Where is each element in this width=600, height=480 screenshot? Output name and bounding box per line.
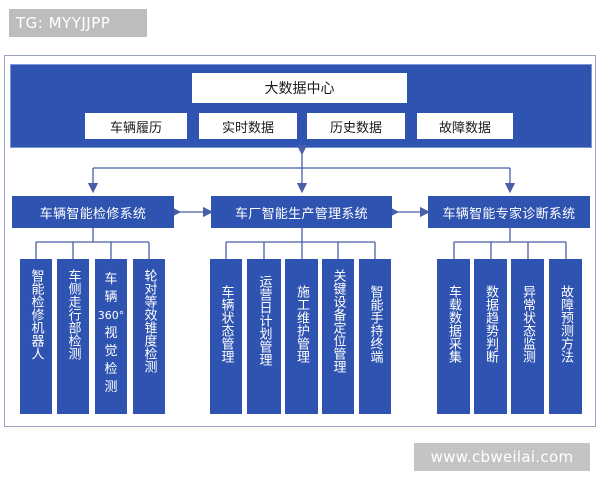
data-item-fault: 故障数据 xyxy=(416,112,514,140)
leaf-handheld-terminal: 智能手持终端 xyxy=(359,259,391,414)
leaf-running-gear-detection: 车侧走行部检测 xyxy=(57,259,89,414)
system-expert-diagnosis: 车辆智能专家诊断系统 xyxy=(428,196,590,228)
data-item-realtime: 实时数据 xyxy=(198,112,298,140)
leaf-fault-prediction-method: 故障预测方法 xyxy=(549,259,582,414)
leaf-daily-operation-plan: 运营日计划管理 xyxy=(247,259,281,414)
data-item-history: 历史数据 xyxy=(306,112,406,140)
leaf-maintenance-robot: 智能检修机器人 xyxy=(20,259,52,414)
data-item-vehicle-history: 车辆履历 xyxy=(84,112,188,140)
leaf-wheelset-conicity-detection: 轮对等效锥度检测 xyxy=(133,259,165,414)
leaf-key-equipment-location: 关键设备定位管理 xyxy=(322,259,354,414)
leaf-abnormal-status-monitoring: 异常状态监测 xyxy=(511,259,544,414)
watermark-tag: TG: MYYJJPP xyxy=(9,9,147,37)
leaf-onboard-data-collection: 车载数据采集 xyxy=(437,259,470,414)
system-vehicle-maintenance: 车辆智能检修系统 xyxy=(12,196,174,228)
leaf-construction-maintenance: 施工维护管理 xyxy=(285,259,318,414)
watermark-site: www.cbweilai.com xyxy=(414,443,590,471)
data-center-title: 大数据中心 xyxy=(191,72,408,104)
system-depot-production: 车厂智能生产管理系统 xyxy=(211,196,392,228)
leaf-data-trend-judgment: 数据趋势判断 xyxy=(474,259,507,414)
leaf-vehicle-status: 车辆状态管理 xyxy=(210,259,242,414)
